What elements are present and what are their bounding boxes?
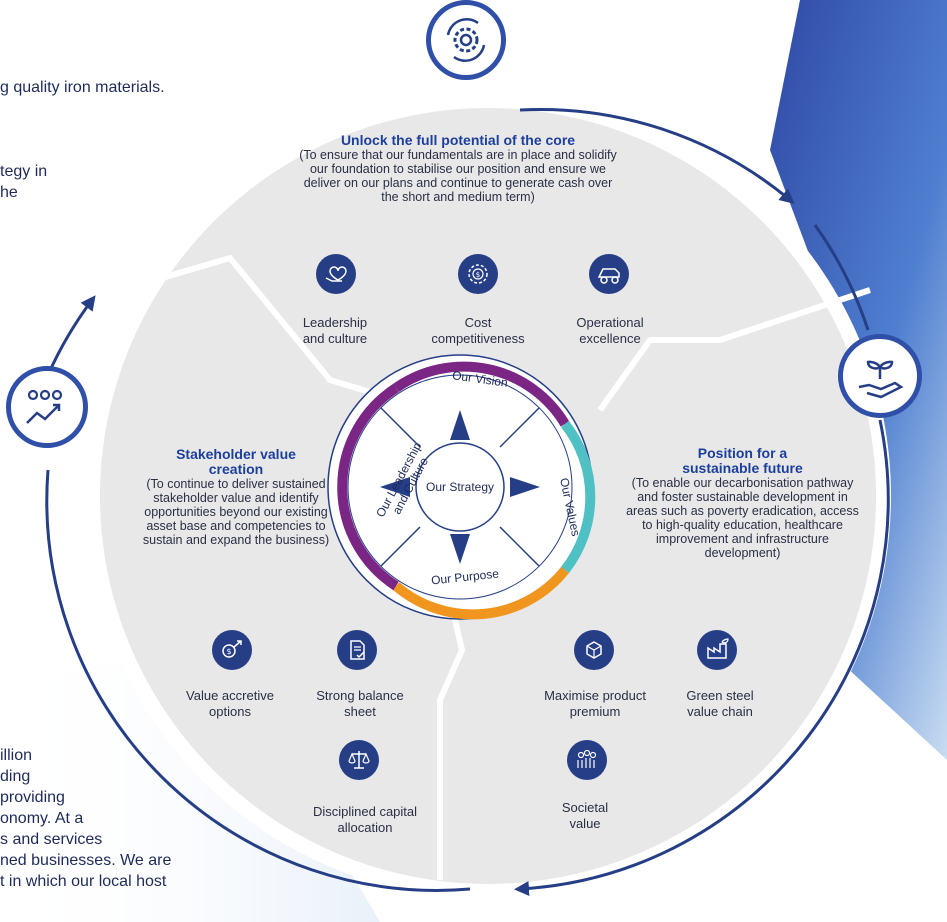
bg-text-line: t in which our local host [0,873,167,890]
sustainable-segment-text: Position for a sustainable future (To en… [625,445,860,561]
stakeholder-item-label: Strong balance sheet [316,688,404,719]
sustainable-title: Position for a sustainable future [682,445,803,476]
gear-cycle-icon [426,0,506,80]
community-icon [567,740,607,780]
center-compass [327,354,596,620]
green-factory-icon [697,630,737,670]
bg-text-line: g quality iron materials. [0,79,165,96]
bg-text-line: tegy in [0,163,48,180]
mining-truck-icon [589,254,629,294]
bg-text-line: onomy. At a [0,810,84,827]
scales-icon [339,740,379,780]
bg-text-line: ned businesses. We are [0,852,172,869]
bg-text-line: s and services [0,831,103,848]
core-segment-text: Unlock the full potential of the core (T… [298,132,618,205]
sustainable-item-label: Maximise product premium [544,688,646,719]
core-item-label: Leadership and culture [302,315,368,346]
people-growth-icon [6,366,88,448]
core-item-label: Operational excellence [576,315,644,346]
bg-text-line: he [0,184,18,201]
sustainable-description: (To enable our decarbonisation pathway a… [626,476,859,560]
core-description: (To ensure that our fundamentals are in … [299,148,617,204]
core-item-label: Cost competitiveness [431,315,525,346]
bg-text-line: ding [0,768,31,785]
stakeholder-description: (To continue to deliver sustained stakeh… [142,477,330,547]
bg-text-line: illion [0,747,33,764]
product-cube-icon [574,630,614,670]
left-haze [0,650,380,922]
bg-text-line: providing [0,789,65,806]
sustainable-item-label: Green steel value chain [686,688,754,719]
dollar-growth-icon: $ [212,630,252,670]
core-title: Unlock the full potential of the core [340,132,576,148]
stakeholder-item-label: Disciplined capital allocation [312,804,418,835]
cost-gear-icon: $ [458,254,498,294]
plant-hand-icon [838,334,922,418]
segment-dividers [103,255,871,880]
outer-ring [45,107,890,896]
balance-sheet-icon [337,630,377,670]
heart-hand-icon [316,254,356,294]
svg-text:$: $ [476,271,480,279]
sustainable-item-label: Societal value [561,800,609,831]
center-strategy-label: Our Strategy [425,480,495,494]
svg-text:$: $ [226,647,231,656]
stakeholder-item-label: Value accretive options [186,688,274,719]
stakeholder-title: Stakeholder value creation [176,446,296,477]
stakeholder-segment-text: Stakeholder value creation (To continue … [140,446,332,548]
